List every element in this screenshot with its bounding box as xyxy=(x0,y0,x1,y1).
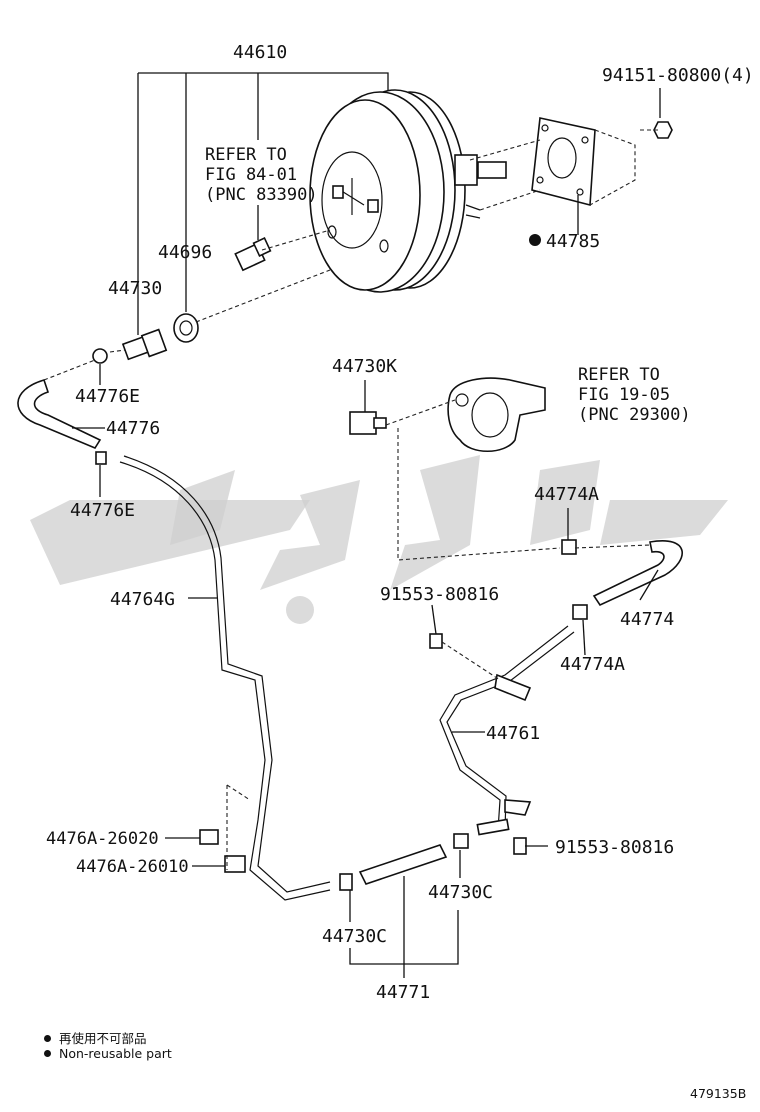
legend-dot-icon xyxy=(44,1050,51,1057)
legend-text-japanese: 再使用不可部品 xyxy=(59,1031,147,1046)
hose-44776 xyxy=(17,379,102,450)
clamp-4476A-26020 xyxy=(199,829,219,845)
clip-44730C-left xyxy=(339,873,353,891)
label-44785: 44785 xyxy=(546,231,600,252)
legend-line-english: Non-reusable part xyxy=(44,1046,172,1061)
label-44730C-left: 44730C xyxy=(322,926,387,947)
label-44771: 44771 xyxy=(376,982,430,1003)
label-91553-80816-upper: 91553-80816 xyxy=(380,584,499,605)
label-refer-to-2: REFER TO xyxy=(578,365,660,385)
clip-44776E-lower xyxy=(95,451,107,465)
label-44730C-right: 44730C xyxy=(428,882,493,903)
label-4476A-26020: 4476A-26020 xyxy=(46,829,159,849)
gasket-44785 xyxy=(531,117,636,207)
legend-text-english: Non-reusable part xyxy=(59,1046,172,1061)
vacuum-switch-fig84 xyxy=(234,237,272,272)
label-44776: 44776 xyxy=(106,418,160,439)
label-44696: 44696 xyxy=(158,242,212,263)
label-fig-19-05: FIG 19-05 xyxy=(578,385,670,405)
legend-line-japanese: 再使用不可部品 xyxy=(44,1028,147,1047)
label-44774: 44774 xyxy=(620,609,674,630)
non-reusable-marker xyxy=(529,234,541,246)
clip-44774A-upper xyxy=(561,539,577,555)
label-4476A-26010: 4476A-26010 xyxy=(76,857,189,877)
grommet-44696 xyxy=(173,313,199,343)
clip-44776E-upper xyxy=(92,348,108,364)
vacuum-pump-fig19 xyxy=(447,377,546,452)
hose-44771 xyxy=(358,844,448,885)
watermark-logo xyxy=(30,455,728,624)
label-44774A-upper: 44774A xyxy=(534,484,599,505)
clip-44730C-right xyxy=(453,833,469,849)
clip-44774A-lower xyxy=(572,604,588,620)
label-fig-84-01: FIG 84-01 xyxy=(205,165,297,185)
legend-dot-icon xyxy=(44,1035,51,1042)
label-44730: 44730 xyxy=(108,278,162,299)
label-44774A-lower: 44774A xyxy=(560,654,625,675)
tube-44764G xyxy=(119,455,331,901)
assembly-lines xyxy=(43,129,660,870)
label-refer-to-1: REFER TO xyxy=(205,145,287,165)
union-44730K xyxy=(349,411,387,435)
label-pnc-83390: (PNC 83390) xyxy=(205,185,318,205)
brake-booster-44610 xyxy=(309,89,507,293)
label-44776E-upper: 44776E xyxy=(75,386,140,407)
leader-lines xyxy=(72,72,661,978)
label-44610: 44610 xyxy=(233,42,287,63)
label-91553-80816-lower: 91553-80816 xyxy=(555,837,674,858)
clamp-4476A-26010 xyxy=(224,855,246,873)
label-44764G: 44764G xyxy=(110,589,175,610)
label-44730K: 44730K xyxy=(332,356,397,377)
label-44761: 44761 xyxy=(486,723,540,744)
label-94151-80800: 94151-80800(4) xyxy=(602,65,754,86)
diagram-id: 479135B xyxy=(690,1086,747,1101)
bolt-91553-80816-upper xyxy=(429,633,443,649)
check-valve-44730 xyxy=(121,328,168,361)
label-pnc-29300: (PNC 29300) xyxy=(578,405,691,425)
label-44776E-lower: 44776E xyxy=(70,500,135,521)
hose-44774 xyxy=(592,540,683,607)
bolt-91553-80816-lower xyxy=(513,837,527,855)
pipe-44761 xyxy=(439,625,575,836)
